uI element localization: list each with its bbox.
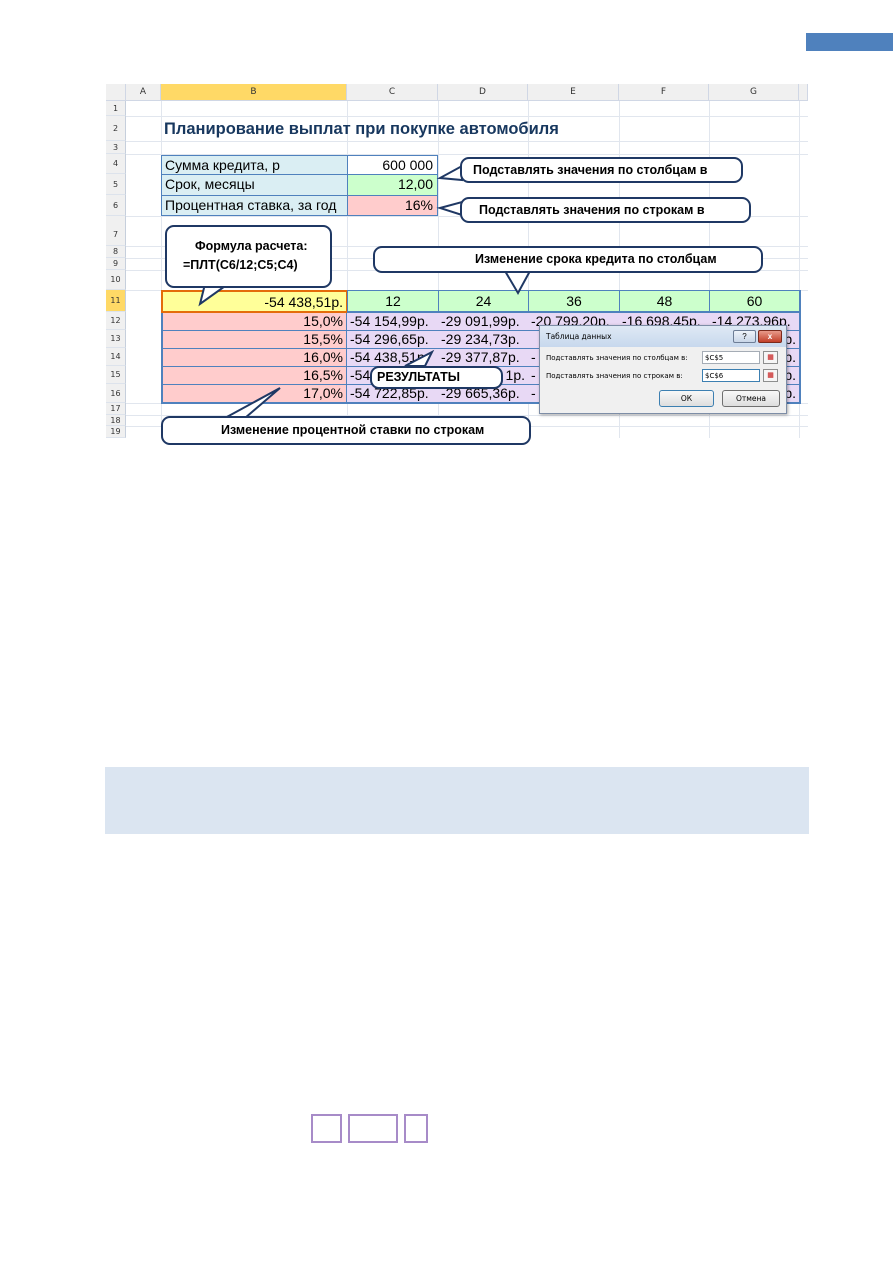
sheet-title[interactable]: Планирование выплат при покупке автомоби… (164, 120, 559, 138)
row-header-12[interactable]: 12 (106, 312, 126, 330)
dialog-close-button[interactable]: x (758, 330, 782, 343)
row-header-6[interactable]: 6 (106, 195, 126, 216)
row-header-13[interactable]: 13 (106, 330, 126, 348)
decor-square (348, 1114, 398, 1143)
term-header[interactable]: 48 (619, 290, 710, 313)
dialog-row-input[interactable]: $C$6 (702, 369, 760, 382)
row-header-14[interactable]: 14 (106, 348, 126, 366)
grid-line (126, 154, 808, 155)
range-picker-icon[interactable]: ▦ (763, 351, 778, 364)
param-label-rate[interactable]: Процентная ставка, за год (161, 196, 348, 216)
callout-tail-cols (436, 164, 463, 182)
row-header-7[interactable]: 7 (106, 216, 126, 246)
callout-rate-change: Изменение процентной ставки по строкам (161, 416, 531, 445)
row-header-2[interactable]: 2 (106, 116, 126, 141)
param-value-rate[interactable]: 16% (347, 196, 438, 216)
callout-results: РЕЗУЛЬТАТЫ (370, 366, 503, 389)
row-header-3[interactable]: 3 (106, 141, 126, 154)
grid-line (126, 141, 808, 142)
range-picker-icon[interactable]: ▦ (763, 369, 778, 382)
callout-tail-rate (224, 387, 281, 419)
column-header-c[interactable]: C (347, 84, 438, 101)
grid-line (799, 101, 800, 438)
dialog-col-label: Подставлять значения по столбцам в: (546, 354, 688, 362)
grid-line (126, 116, 808, 117)
callout-formula-line2: =ПЛТ(С6/12;С5;С4) (183, 258, 298, 272)
callout-cols-substitute: Подставлять значения по столбцам в (460, 157, 743, 183)
rate-cell[interactable]: 15,5% (161, 331, 348, 349)
term-header[interactable]: 12 (347, 290, 439, 313)
column-header-d[interactable]: D (438, 84, 528, 101)
grid-line (126, 415, 808, 416)
result-cell[interactable]: -54 722,85р. (347, 385, 439, 404)
row-header-4[interactable]: 4 (106, 154, 126, 174)
param-value-term[interactable]: 12,00 (347, 175, 438, 196)
dialog-cancel-button[interactable]: Отмена (722, 390, 780, 407)
result-cell[interactable]: -29 091,99р. (438, 313, 529, 331)
page-corner-tab (806, 33, 893, 51)
result-cell[interactable]: -29 665,36р. (438, 385, 529, 404)
row-header-9[interactable]: 9 (106, 258, 126, 270)
column-header-a[interactable]: A (126, 84, 161, 101)
decor-square (404, 1114, 428, 1143)
callout-tail-term (503, 270, 532, 296)
dialog-col-input[interactable]: $C$5 (702, 351, 760, 364)
row-header-18[interactable]: 18 (106, 415, 126, 426)
dialog-titlebar[interactable] (540, 326, 786, 347)
note-band (105, 767, 809, 834)
column-header-f[interactable]: F (619, 84, 709, 101)
param-label-amount[interactable]: Сумма кредита, р (161, 155, 348, 175)
grid-line (347, 101, 348, 438)
row-header-1[interactable]: 1 (106, 101, 126, 116)
param-value-amount[interactable]: 600 000 (347, 155, 438, 175)
decor-square (311, 1114, 342, 1143)
term-header[interactable]: 24 (438, 290, 529, 313)
row-header-15[interactable]: 15 (106, 366, 126, 384)
row-header-10[interactable]: 10 (106, 270, 126, 290)
data-table-dialog[interactable]: Таблица данных ? x Подставлять значения … (539, 325, 787, 414)
row-header-8[interactable]: 8 (106, 246, 126, 258)
callout-tail-rows (436, 200, 463, 217)
dialog-ok-button[interactable]: ОК (659, 390, 714, 407)
callout-tails (198, 164, 532, 419)
column-header-b[interactable]: B (161, 84, 347, 101)
dialog-title: Таблица данных (546, 332, 612, 341)
result-cell[interactable]: -54 296,65р. (347, 331, 439, 349)
rate-cell[interactable]: 15,0% (161, 313, 348, 331)
column-header-g[interactable]: G (709, 84, 799, 101)
callout-formula-line1: Формула расчета: (195, 239, 308, 253)
callout-formula: Формула расчета: =ПЛТ(С6/12;С5;С4) (165, 225, 332, 288)
callout-rows-substitute: Подставлять значения по строкам в (460, 197, 751, 223)
callout-term-change: Изменение срока кредита по столбцам (373, 246, 763, 273)
callout-tail-results (404, 349, 435, 367)
row-header-5[interactable]: 5 (106, 174, 126, 195)
row-header-19[interactable]: 19 (106, 426, 126, 438)
term-header[interactable]: 60 (709, 290, 801, 313)
select-all-corner[interactable] (106, 84, 126, 101)
row-header-16[interactable]: 16 (106, 384, 126, 403)
row-header-17[interactable]: 17 (106, 403, 126, 415)
dialog-row-label: Подставлять значения по строкам в: (546, 372, 683, 380)
dialog-help-button[interactable]: ? (733, 330, 756, 343)
column-header-h[interactable] (799, 84, 808, 101)
column-header-e[interactable]: E (528, 84, 619, 101)
row-header-11[interactable]: 11 (106, 290, 126, 312)
result-cell[interactable]: -54 154,99р. (347, 313, 439, 331)
result-cell[interactable]: -29 234,73р. (438, 331, 529, 349)
grid-line (161, 101, 162, 438)
term-header[interactable]: 36 (528, 290, 620, 313)
rate-cell[interactable]: 16,0% (161, 349, 348, 367)
